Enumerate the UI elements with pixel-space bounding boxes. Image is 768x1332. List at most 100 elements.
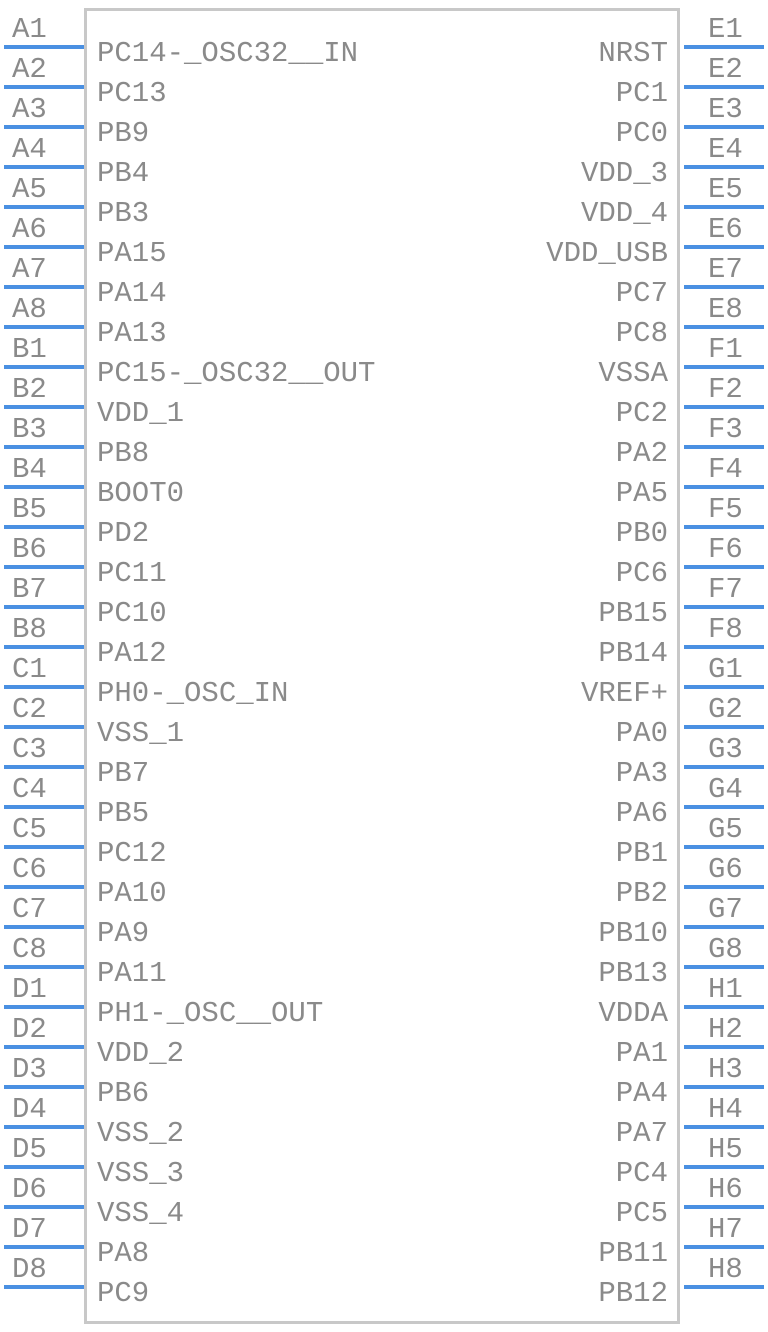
right-pin-name: PB1 — [615, 837, 668, 870]
right-pin-number: G4 — [708, 773, 743, 806]
right-pin-line — [684, 365, 764, 369]
left-pin-number: B1 — [12, 333, 47, 366]
left-pin-line — [4, 965, 84, 969]
right-pin-name: PA7 — [615, 1117, 668, 1150]
chip-body-outline — [84, 8, 680, 1324]
left-pin-line — [4, 1285, 84, 1289]
left-pin-line — [4, 845, 84, 849]
right-pin-line — [684, 285, 764, 289]
left-pin-number: C7 — [12, 893, 47, 926]
left-pin-line — [4, 485, 84, 489]
right-pin-name: PB0 — [615, 517, 668, 550]
right-pin-name: PC4 — [615, 1157, 668, 1190]
right-pin-name: PC8 — [615, 317, 668, 350]
left-pin-name: PA9 — [97, 917, 150, 950]
right-pin-number: E6 — [708, 213, 743, 246]
right-pin-name: PC7 — [615, 277, 668, 310]
left-pin-number: A1 — [12, 13, 47, 46]
right-pin-line — [684, 1045, 764, 1049]
right-pin-name: PC2 — [615, 397, 668, 430]
right-pin-number: F6 — [708, 533, 743, 566]
right-pin-name: PC5 — [615, 1197, 668, 1230]
left-pin-number: D1 — [12, 973, 47, 1006]
left-pin-line — [4, 885, 84, 889]
left-pin-line — [4, 1005, 84, 1009]
left-pin-number: C3 — [12, 733, 47, 766]
left-pin-name: PC12 — [97, 837, 167, 870]
left-pin-number: B6 — [12, 533, 47, 566]
left-pin-number: A5 — [12, 173, 47, 206]
left-pin-name: PB3 — [97, 197, 150, 230]
right-pin-line — [684, 845, 764, 849]
right-pin-line — [684, 325, 764, 329]
left-pin-name: PA8 — [97, 1237, 150, 1270]
left-pin-line — [4, 165, 84, 169]
right-pin-name: PC6 — [615, 557, 668, 590]
right-pin-name: PB10 — [598, 917, 668, 950]
left-pin-name: PB5 — [97, 797, 150, 830]
right-pin-name: PC0 — [615, 117, 668, 150]
right-pin-line — [684, 125, 764, 129]
right-pin-number: E1 — [708, 13, 743, 46]
left-pin-name: PB4 — [97, 157, 150, 190]
right-pin-name: PA0 — [615, 717, 668, 750]
left-pin-name: PC15-_OSC32__OUT — [97, 357, 376, 390]
right-pin-name: VDDA — [598, 997, 668, 1030]
right-pin-line — [684, 1005, 764, 1009]
left-pin-number: D6 — [12, 1173, 47, 1206]
right-pin-line — [684, 885, 764, 889]
left-pin-name: PC9 — [97, 1277, 150, 1310]
left-pin-number: B8 — [12, 613, 47, 646]
left-pin-number: D4 — [12, 1093, 47, 1126]
left-pin-number: D3 — [12, 1053, 47, 1086]
left-pin-number: D5 — [12, 1133, 47, 1166]
left-pin-line — [4, 405, 84, 409]
left-pin-number: C4 — [12, 773, 47, 806]
right-pin-number: G6 — [708, 853, 743, 886]
right-pin-name: VDD_4 — [580, 197, 668, 230]
left-pin-number: C1 — [12, 653, 47, 686]
left-pin-name: PC10 — [97, 597, 167, 630]
left-pin-number: B3 — [12, 413, 47, 446]
left-pin-name: PC13 — [97, 77, 167, 110]
left-pin-number: C5 — [12, 813, 47, 846]
right-pin-line — [684, 245, 764, 249]
right-pin-number: H4 — [708, 1093, 743, 1126]
right-pin-line — [684, 405, 764, 409]
right-pin-number: F3 — [708, 413, 743, 446]
left-pin-name: PB7 — [97, 757, 150, 790]
right-pin-name: VDD_3 — [580, 157, 668, 190]
right-pin-name: PA4 — [615, 1077, 668, 1110]
left-pin-name: PB8 — [97, 437, 150, 470]
left-pin-line — [4, 565, 84, 569]
left-pin-name: PA15 — [97, 237, 167, 270]
right-pin-name: PB14 — [598, 637, 668, 670]
left-pin-line — [4, 125, 84, 129]
right-pin-number: E3 — [708, 93, 743, 126]
left-pin-line — [4, 445, 84, 449]
right-pin-name: PA1 — [615, 1037, 668, 1070]
right-pin-number: E2 — [708, 53, 743, 86]
right-pin-number: H2 — [708, 1013, 743, 1046]
left-pin-line — [4, 525, 84, 529]
right-pin-line — [684, 165, 764, 169]
right-pin-name: PB13 — [598, 957, 668, 990]
right-pin-line — [684, 45, 764, 49]
left-pin-name: PB6 — [97, 1077, 150, 1110]
right-pin-line — [684, 965, 764, 969]
right-pin-number: G3 — [708, 733, 743, 766]
right-pin-line — [684, 445, 764, 449]
left-pin-line — [4, 205, 84, 209]
left-pin-name: PA10 — [97, 877, 167, 910]
right-pin-number: H6 — [708, 1173, 743, 1206]
left-pin-number: B4 — [12, 453, 47, 486]
left-pin-line — [4, 1205, 84, 1209]
left-pin-number: C6 — [12, 853, 47, 886]
left-pin-name: PC14-_OSC32__IN — [97, 37, 359, 70]
left-pin-line — [4, 1045, 84, 1049]
left-pin-number: A2 — [12, 53, 47, 86]
right-pin-line — [684, 805, 764, 809]
right-pin-line — [684, 485, 764, 489]
right-pin-number: E8 — [708, 293, 743, 326]
left-pin-number: B5 — [12, 493, 47, 526]
